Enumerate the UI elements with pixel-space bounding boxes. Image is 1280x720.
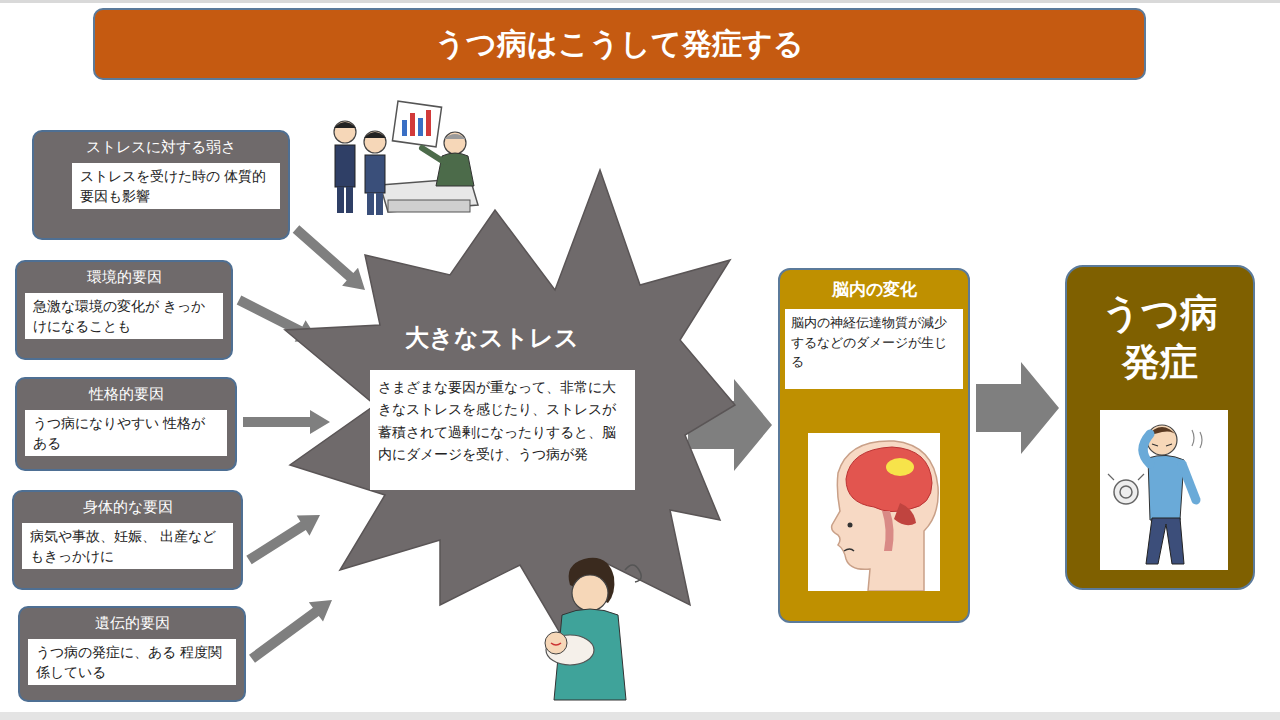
- factor-box: 遺伝的要因うつ病の発症に、ある 程度関係している: [18, 606, 246, 702]
- flow-arrow: [976, 362, 1059, 454]
- factor-heading: 遺伝的要因: [28, 614, 236, 634]
- factor-heading: ストレスに対する弱さ: [42, 138, 280, 158]
- burst-note: さまざまな要因が重なって、非常に大きなストレスを感じたり、ストレスが蓄積されて過…: [370, 370, 635, 490]
- factor-box: 環境的要因急激な環境の変化が きっかけになることも: [15, 260, 233, 360]
- flow-arrow: [246, 515, 320, 564]
- brain-note: 脳内の神経伝達物質が減少するなどのダメージが生じる: [785, 309, 963, 389]
- brain-illustration: [808, 433, 940, 591]
- burst-heading: 大きなストレス: [405, 322, 579, 354]
- man-picture: [1100, 410, 1228, 574]
- flow-arrow: [243, 410, 330, 434]
- factor-box: 性格的要因うつ病になりやすい 性格がある: [15, 377, 237, 471]
- stress-burst: 大きなストレスさまざまな要因が重なって、非常に大きなストレスを感じたり、ストレス…: [270, 165, 740, 655]
- brain-change-box: 脳内の変化脳内の神経伝達物質が減少するなどのダメージが生じる: [778, 268, 970, 623]
- office-scene: [334, 101, 478, 215]
- factor-box: 身体的な要因病気や事故、妊娠、 出産などもきっかけに: [12, 490, 243, 590]
- flow-arrow: [249, 600, 332, 663]
- depressed-man-illustration: [1100, 410, 1228, 570]
- factor-note: ストレスを受けた時の 体質的要因も影響: [72, 163, 280, 210]
- brain-heading: 脳内の変化: [785, 278, 963, 301]
- factor-note: 急激な環境の変化が きっかけになることも: [25, 293, 223, 340]
- factor-heading: 身体的な要因: [22, 498, 233, 518]
- onset-heading: うつ病 発症: [1090, 289, 1230, 388]
- factor-note: 病気や事故、妊娠、 出産などもきっかけに: [22, 523, 233, 570]
- factor-note: うつ病になりやすい 性格がある: [25, 410, 227, 457]
- factor-box: ストレスに対する弱さストレスを受けた時の 体質的要因も影響: [32, 130, 290, 240]
- mother-illustration: [545, 558, 641, 700]
- factor-heading: 環境的要因: [25, 268, 223, 288]
- brain-picture: [808, 433, 940, 595]
- flow-arrow: [293, 225, 365, 290]
- onset-box: うつ病 発症: [1065, 265, 1255, 590]
- title-text: うつ病はこうして発症する: [435, 24, 804, 65]
- factor-note: うつ病の発症に、ある 程度関係している: [28, 639, 236, 686]
- factor-heading: 性格的要因: [25, 385, 227, 405]
- title-banner: うつ病はこうして発症する: [93, 8, 1146, 80]
